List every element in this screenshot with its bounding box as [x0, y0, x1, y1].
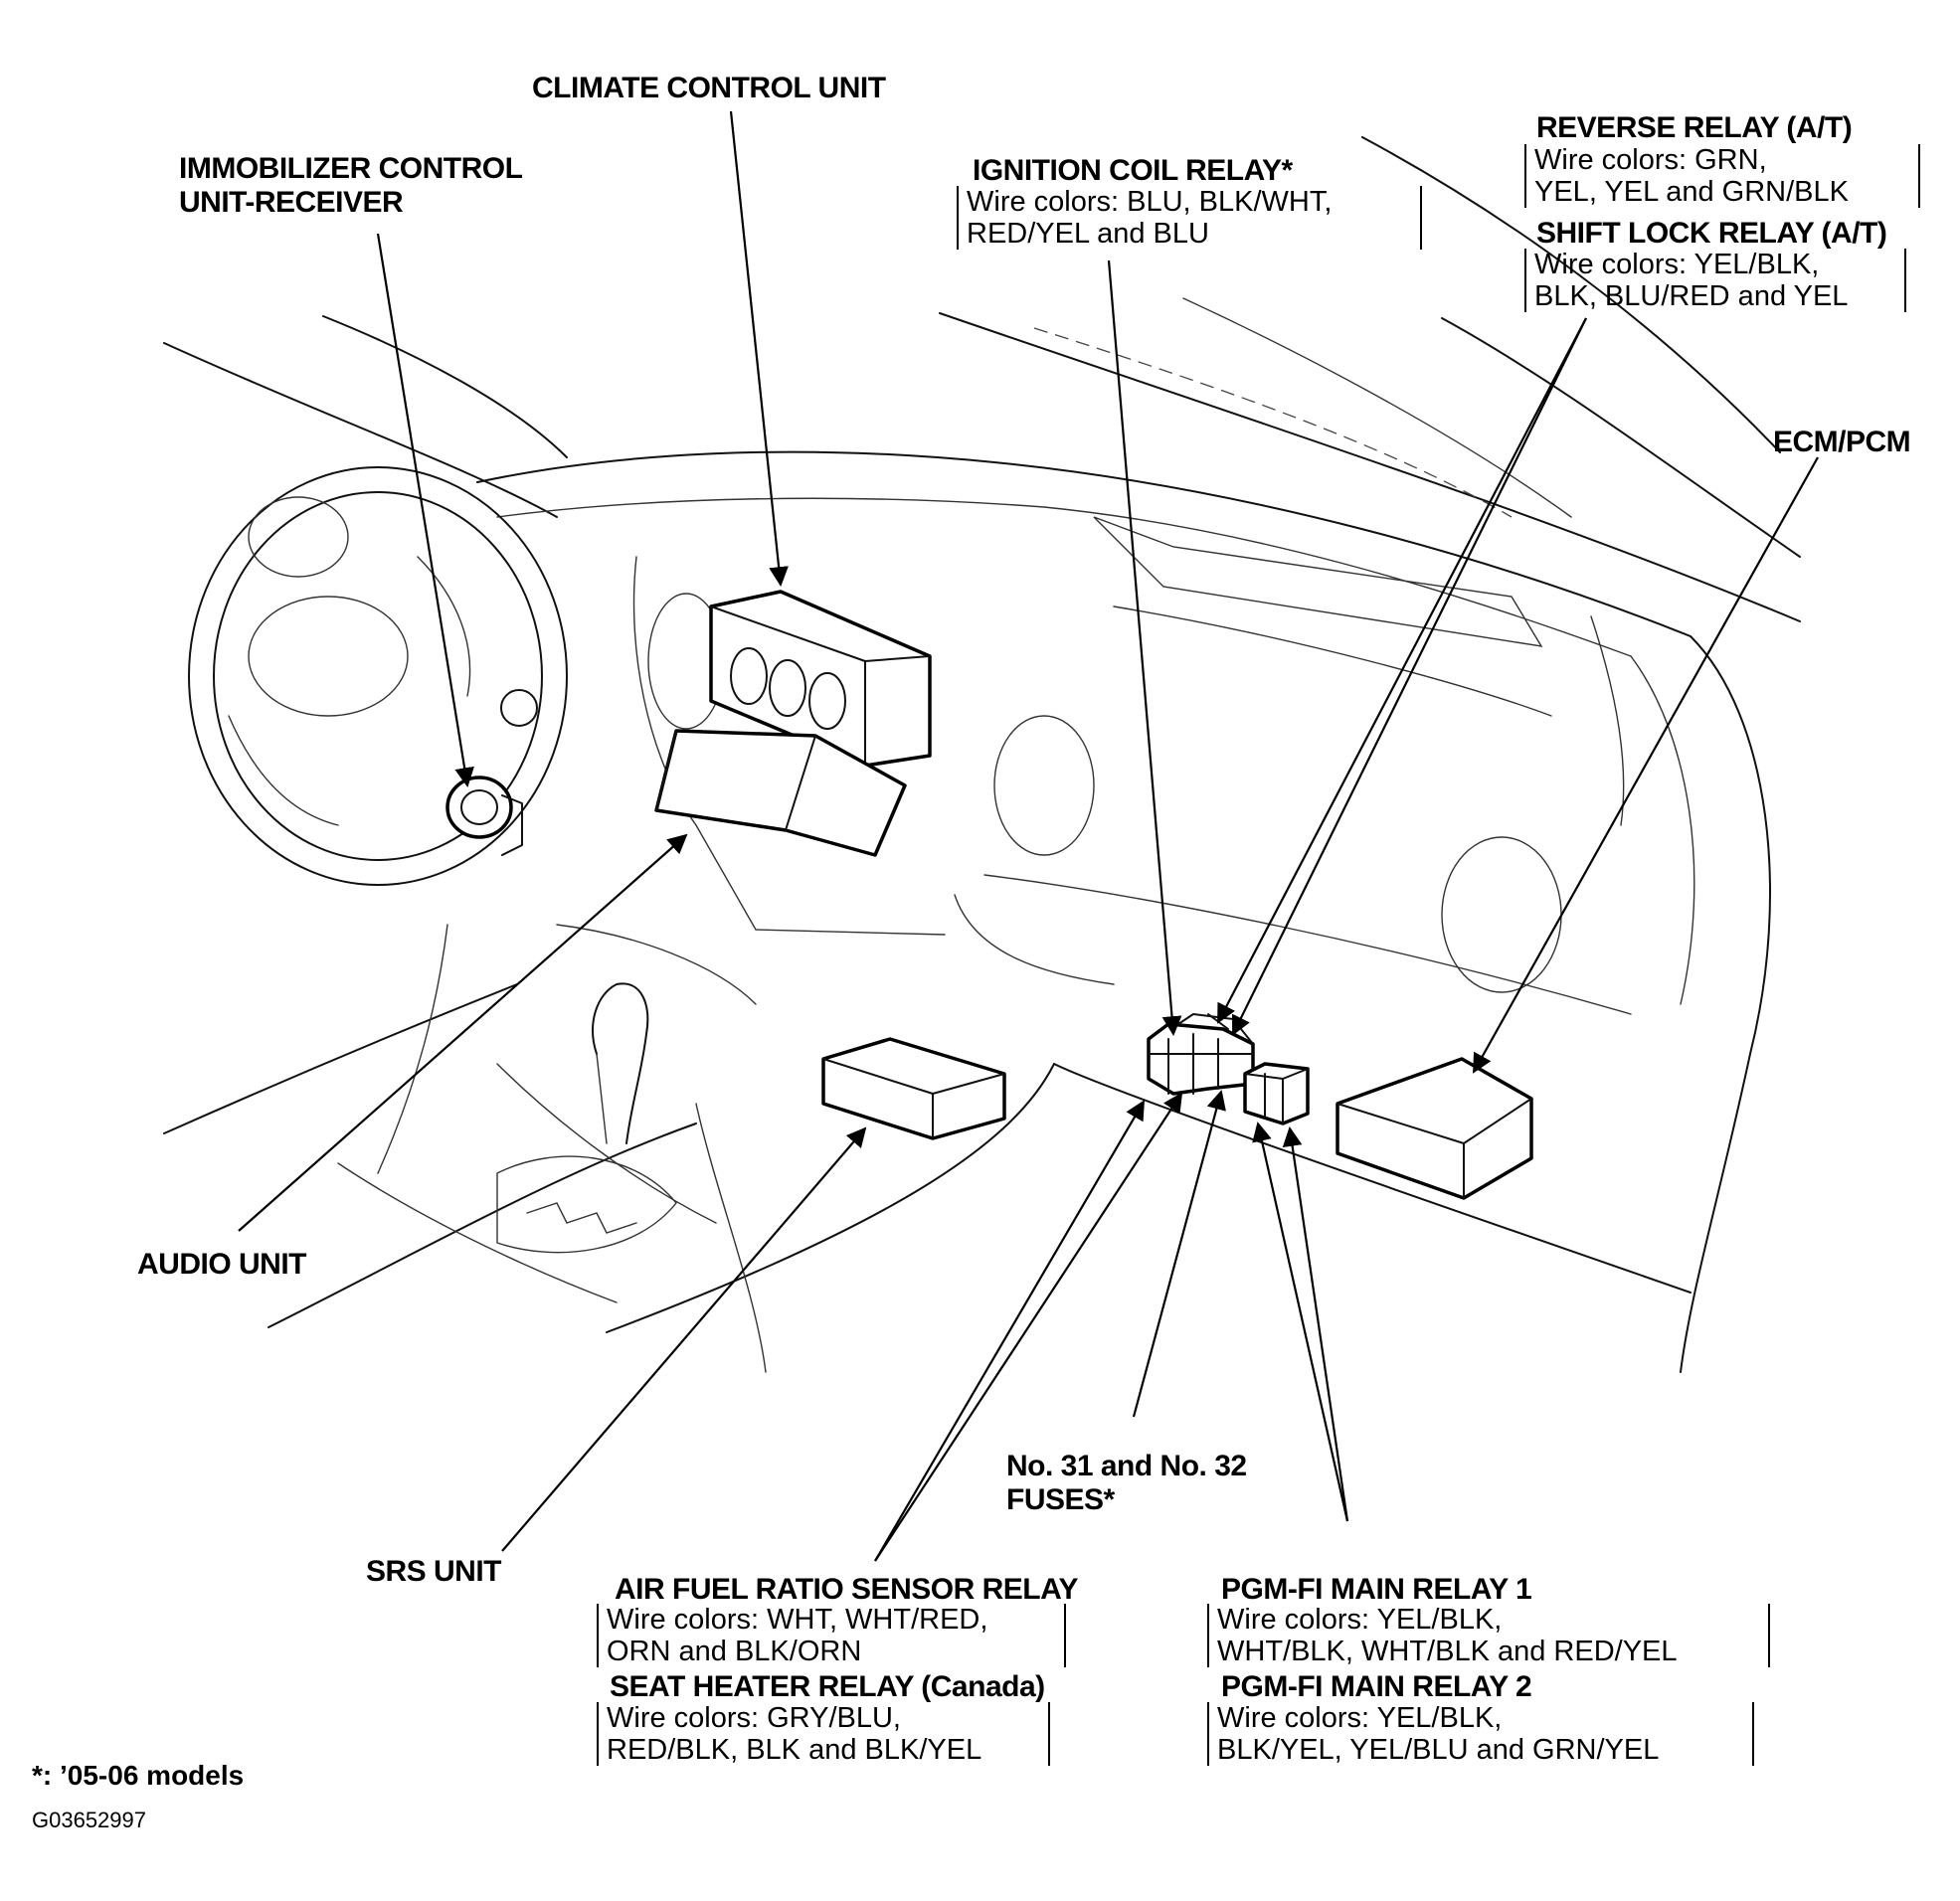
seat-heater-relay-label: SEAT HEATER RELAY (Canada)	[610, 1670, 1045, 1703]
footnote: *: ’05-06 models	[32, 1760, 245, 1791]
pgmfi1-wire-colors: Wire colors: YEL/BLK, WHT/BLK, WHT/BLK a…	[1207, 1604, 1770, 1667]
immobilizer-label-line2: UNIT-RECEIVER	[179, 186, 404, 219]
pgmfi2-wire-line1: Wire colors: YEL/BLK,	[1217, 1702, 1503, 1734]
fuses-label-line2: FUSES*	[1006, 1483, 1115, 1516]
steering-wheel	[188, 466, 568, 886]
ecm-pcm-label: ECM/PCM	[1773, 426, 1911, 458]
windshield-outline	[163, 136, 1801, 622]
srs-unit-shape	[821, 1037, 1006, 1140]
pgmfi1-wire-line1: Wire colors: YEL/BLK,	[1217, 1604, 1503, 1636]
ignition-coil-wire-colors: Wire colors: BLU, BLK/WHT, RED/YEL and B…	[957, 186, 1422, 250]
shift-lock-wire-line1: Wire colors: YEL/BLK,	[1534, 249, 1820, 280]
afr-relay-label: AIR FUEL RATIO SENSOR RELAY	[615, 1573, 1079, 1606]
ecm-pcm-shape	[1336, 1057, 1533, 1200]
gear-shifter	[496, 982, 677, 1254]
pgmfi2-wire-colors: Wire colors: YEL/BLK, BLK/YEL, YEL/BLU a…	[1207, 1702, 1754, 1766]
leader-lines	[238, 110, 1819, 1562]
pgmfi2-wire-line2: BLK/YEL, YEL/BLU and GRN/YEL	[1217, 1734, 1660, 1766]
relay-cluster-shape	[1147, 1013, 1255, 1096]
reverse-wire-line2: YEL, YEL and GRN/BLK	[1534, 176, 1849, 208]
reverse-wire-line1: Wire colors: GRN,	[1534, 144, 1767, 176]
lower-dash-outline	[163, 556, 946, 1373]
ignition-switch	[445, 689, 538, 856]
pgmfi-relay2-label: PGM-FI MAIN RELAY 2	[1221, 1670, 1532, 1703]
ignition-coil-wire-line2: RED/YEL and BLU	[967, 218, 1209, 250]
pgmfi1-wire-line2: WHT/BLK, WHT/BLK and RED/YEL	[1217, 1636, 1678, 1667]
shift-lock-wire-colors: Wire colors: YEL/BLK, BLK, BLU/RED and Y…	[1524, 249, 1906, 312]
pgmfi-relay1-label: PGM-FI MAIN RELAY 1	[1221, 1573, 1532, 1606]
afr-wire-line2: ORN and BLK/ORN	[607, 1636, 862, 1667]
figure-code: G03652997	[32, 1808, 146, 1832]
seat-heater-wire-line2: RED/BLK, BLK and BLK/YEL	[607, 1734, 982, 1766]
ignition-coil-wire-line1: Wire colors: BLU, BLK/WHT,	[967, 186, 1333, 218]
dashboard-outline	[476, 450, 1771, 1373]
afr-wire-line1: Wire colors: WHT, WHT/RED,	[607, 1604, 988, 1636]
climate-control-unit-shape	[709, 590, 932, 768]
afr-wire-colors: Wire colors: WHT, WHT/RED, ORN and BLK/O…	[597, 1604, 1066, 1667]
fuses-label-line1: No. 31 and No. 32	[1006, 1450, 1247, 1482]
ignition-coil-relay-label: IGNITION COIL RELAY*	[973, 154, 1293, 187]
shift-lock-wire-line2: BLK, BLU/RED and YEL	[1534, 280, 1849, 312]
reverse-relay-label: REVERSE RELAY (A/T)	[1536, 111, 1853, 144]
immobilizer-label-line1: IMMOBILIZER CONTROL	[179, 152, 523, 185]
audio-unit-shape	[654, 729, 907, 857]
reverse-relay-wire-colors: Wire colors: GRN, YEL, YEL and GRN/BLK	[1524, 144, 1920, 208]
seat-heater-wire-colors: Wire colors: GRY/BLU, RED/BLK, BLK and B…	[597, 1702, 1050, 1766]
climate-control-unit-label: CLIMATE CONTROL UNIT	[532, 72, 886, 104]
pgmfi-relays-shape	[1243, 1062, 1310, 1125]
shift-lock-relay-label: SHIFT LOCK RELAY (A/T)	[1536, 217, 1887, 250]
srs-unit-label: SRS UNIT	[366, 1555, 502, 1588]
audio-unit-label: AUDIO UNIT	[137, 1248, 307, 1281]
seat-heater-wire-line1: Wire colors: GRY/BLU,	[607, 1702, 901, 1734]
